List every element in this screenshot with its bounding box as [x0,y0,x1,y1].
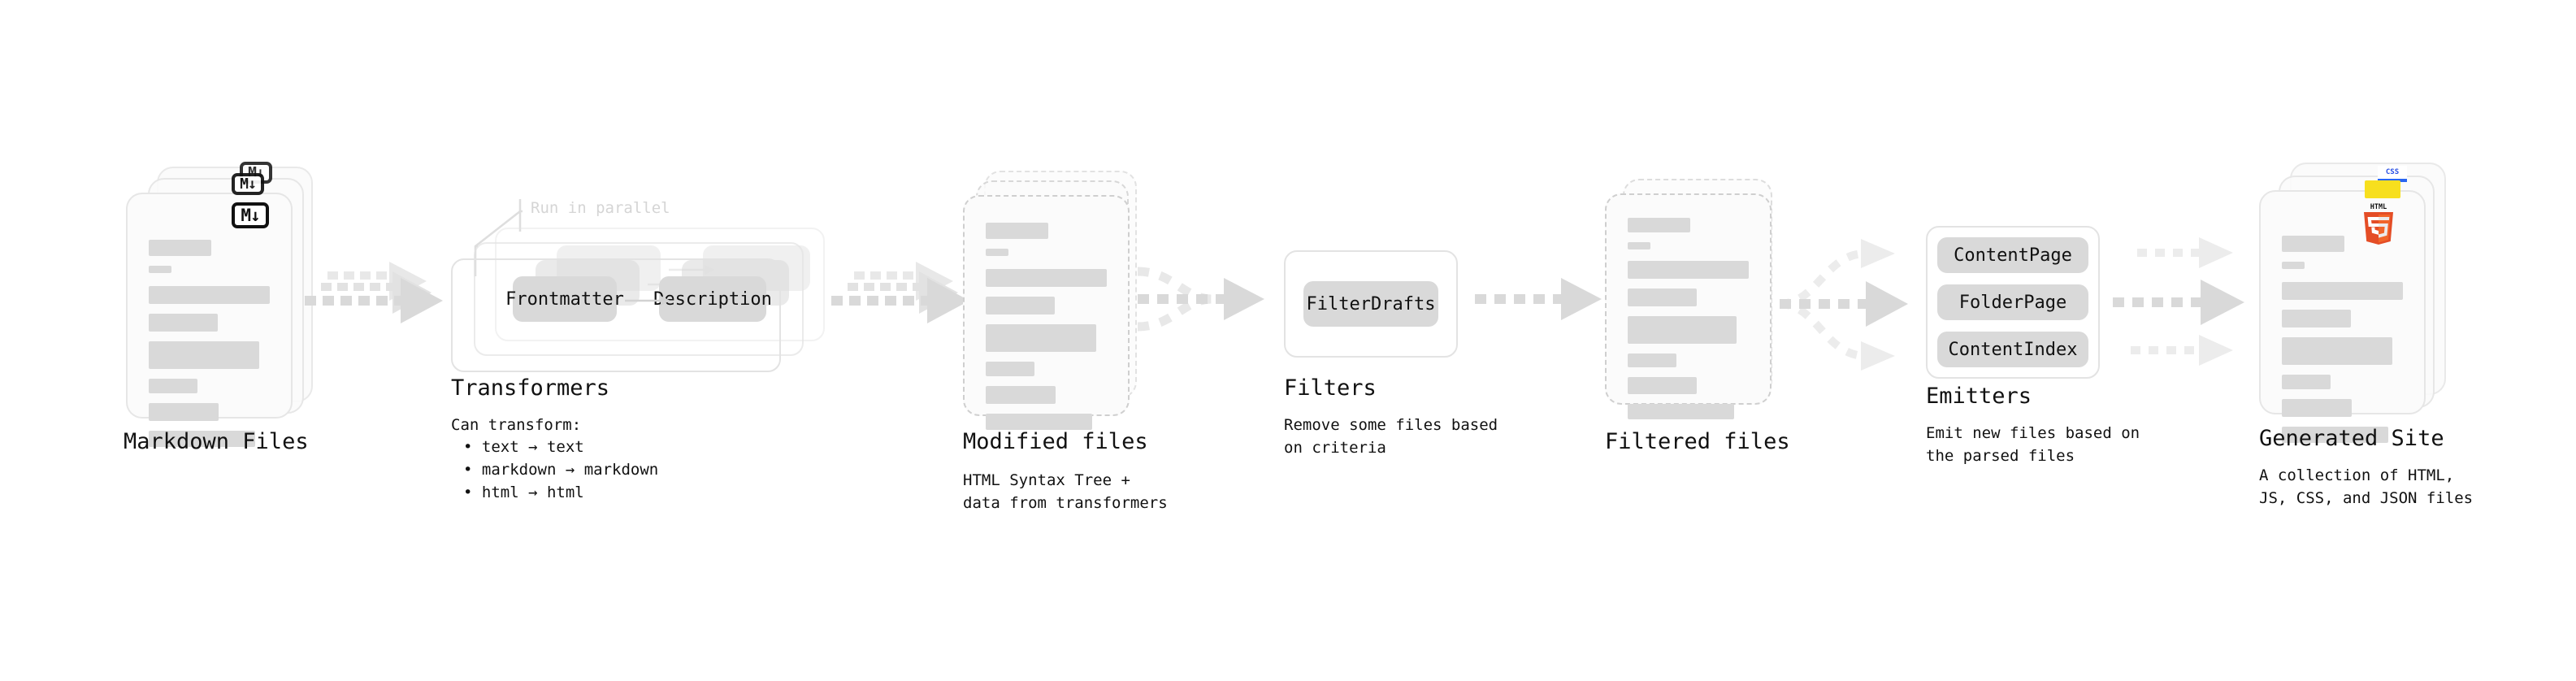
doc-line [1628,261,1749,279]
markdown-files-card-stack: M↓ M↓ M↓ [126,162,313,447]
filter-chip-filterdrafts[interactable]: FilterDrafts [1303,281,1438,327]
doc-line [1628,377,1697,394]
doc-line [1628,218,1691,232]
doc-line [1628,354,1676,367]
arrow-emitters-to-site [2113,237,2244,366]
doc-line [149,403,219,421]
transformer-chip-description[interactable]: Description [653,276,772,322]
transformers-box [451,258,781,372]
css-badge: CSS [2378,166,2407,182]
doc-line [149,286,270,304]
doc-line [986,269,1107,287]
doc-placeholder-lines [1628,218,1749,429]
filtered-files-card-stack [1605,179,1792,423]
filtered-files-title: Filtered files [1605,429,1790,454]
doc-line [986,249,1009,256]
doc-line [1628,404,1735,419]
html5-wordmark: HTML [2370,203,2387,211]
doc-line [2282,375,2331,389]
generated-site-card-front [2259,190,2426,443]
run-in-parallel-note: Run in parallel [531,199,670,217]
transformers-bullet: • markdown → markdown [463,461,659,479]
emitter-chip-contentpage[interactable]: ContentPage [1937,237,2088,273]
markdown-files-title: Markdown Files [124,429,309,454]
transformers-description: Can transform: [451,416,582,434]
emitters-title: Emitters [1926,384,2032,409]
doc-line [2282,262,2305,269]
filters-description: Remove some files based on criteria [1284,416,1498,457]
doc-line [2282,337,2392,365]
doc-line [149,431,256,447]
doc-line [986,324,1096,352]
transformers-box-mid [474,242,804,356]
doc-line [986,386,1056,404]
modified-files-card-stack [963,171,1150,430]
transformers-bullet: • html → html [463,484,584,502]
arrow-modified-to-filters [1137,267,1264,332]
transformers-stack: Frontmatter Description Frontmatter Desc… [451,228,825,374]
doc-line [149,314,218,332]
transformers-title: Transformers [451,375,610,401]
doc-line [2282,399,2353,417]
transformer-chip-frontmatter[interactable]: Frontmatter [505,276,624,322]
markdown-badge: M↓ [232,202,269,228]
emitter-chip-contentindex[interactable]: ContentIndex [1937,332,2088,367]
transformers-bullets: • text → text • markdown → markdown • ht… [463,436,658,504]
doc-line [1628,316,1737,344]
doc-line [2282,282,2403,300]
filtered-file-card-front [1605,193,1772,419]
doc-line [2282,310,2351,327]
emitters-stack: ContentPage FolderPage ContentIndex [1926,226,2100,379]
generated-site-title: Generated Site [2259,426,2444,451]
js-badge [2365,180,2400,198]
doc-line [2282,236,2345,252]
doc-line [149,379,197,393]
doc-line [149,240,212,256]
modified-files-description: HTML Syntax Tree + data from transformer… [963,471,1168,512]
markdown-file-card-front [126,193,293,447]
filters-title: Filters [1284,375,1377,401]
doc-line [1628,288,1697,306]
html5-icon: HTML [2361,202,2396,245]
doc-line [1628,242,1651,249]
markdown-badge-mid: M↓ [232,173,264,195]
emitter-chip-folderpage[interactable]: FolderPage [1937,284,2088,320]
doc-placeholder-lines [2282,236,2403,453]
emitters-description: Emit new files based on the parsed files [1926,424,2140,465]
html5-icon-svg: HTML [2364,203,2393,245]
generated-site-card-stack: CSS HTML [2259,163,2454,443]
doc-line [986,362,1034,376]
arrow-filtered-to-emitters [1779,239,1908,371]
arrow-transformers-to-modified [831,262,969,323]
filters-stack: FilterDrafts [1284,250,1458,358]
filters-box [1284,250,1458,358]
doc-placeholder-lines [986,223,1107,440]
transformers-bullet: • text → text [463,438,584,456]
transformers-box-back [495,228,825,341]
doc-placeholder-lines [149,240,270,457]
doc-line [986,297,1055,314]
emitters-box [1926,226,2100,379]
doc-line [149,341,259,369]
doc-line [986,223,1049,239]
doc-line [149,266,172,273]
doc-line [986,414,1093,430]
modified-file-card-front [963,195,1130,430]
modified-files-title: Modified files [963,429,1148,454]
doc-line [2282,427,2389,443]
css-badge-label: CSS [2385,168,2400,176]
arrow-markdown-to-transformers [305,262,443,323]
transformer-arrow [625,296,670,306]
generated-site-description: A collection of HTML, JS, CSS, and JSON … [2259,466,2474,507]
arrow-filters-to-filtered [1475,278,1602,320]
